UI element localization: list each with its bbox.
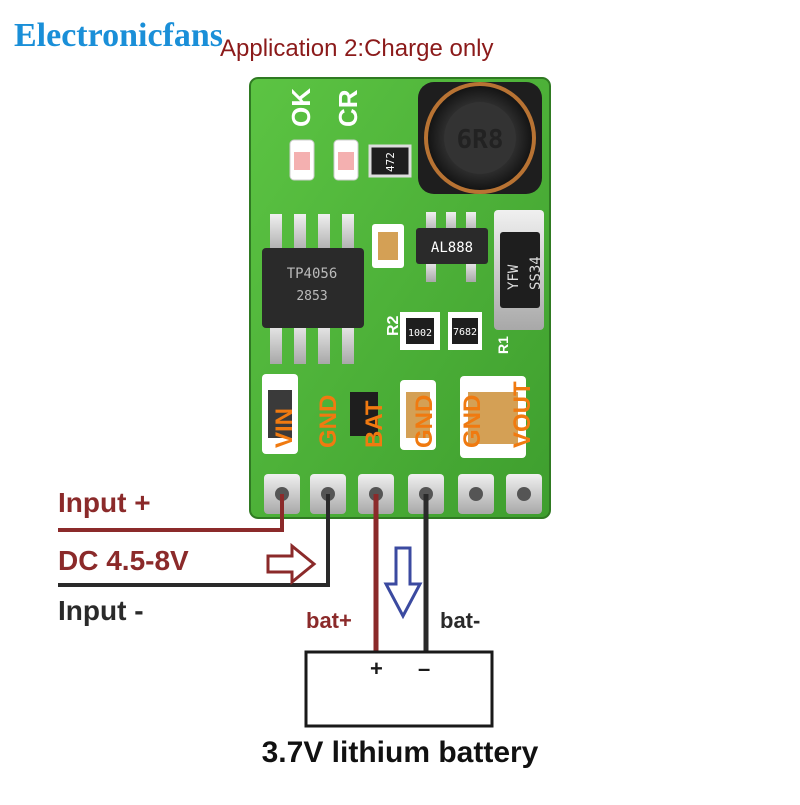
boost-ic — [416, 228, 488, 264]
label-dc-range: DC 4.5-8V — [58, 545, 189, 576]
right-arrow-icon — [266, 542, 317, 586]
led-cr-lens — [338, 152, 354, 170]
capacitor-out-body — [468, 392, 518, 444]
pin-label-vin: VIN — [271, 408, 298, 448]
battery-caption: 3.7V lithium battery — [262, 736, 539, 769]
boost-ic-pins — [426, 212, 476, 282]
pin-label-gnd-2: GND — [411, 395, 438, 448]
resistor-7682 — [452, 318, 478, 344]
pin-label-gnd-1: GND — [315, 395, 342, 448]
pin-label-bat: BAT — [361, 400, 388, 448]
label-input-plus: Input + — [58, 487, 151, 518]
boost-ic-marking: AL888 — [431, 240, 473, 256]
down-arrow-icon — [383, 546, 423, 620]
inductor-marking: 6R8 — [457, 125, 504, 155]
pin-label-gnd-3: GND — [459, 395, 486, 448]
inductor-component: 6R8 — [418, 82, 542, 194]
capacitor-mid-body — [406, 392, 430, 438]
resistor-1002 — [406, 318, 434, 344]
main-ic-submarking: 2853 — [296, 289, 327, 304]
led-label-ok: OK — [286, 88, 316, 127]
label-bat-minus: bat- — [440, 608, 480, 633]
led-label-cr: CR — [333, 89, 363, 127]
main-ic-pins-top — [270, 214, 354, 254]
label-input-minus: Input - — [58, 595, 144, 626]
resistor-1002-marking: 1002 — [408, 328, 432, 339]
capacitor-body — [378, 232, 398, 260]
pin-label-vout: VOUT — [509, 381, 536, 448]
pin-hole-gnd-3 — [469, 487, 483, 501]
wires — [58, 494, 429, 652]
ref-r2: R2 — [385, 315, 402, 336]
led-ok-lens — [294, 152, 310, 170]
main-ic — [262, 248, 364, 328]
capacitor-vin-body — [268, 390, 292, 438]
pcb-board: 6R8 OK CR 472 TP4056 2853 — [249, 77, 551, 519]
battery-box — [304, 650, 494, 728]
diode-brand: YFW — [506, 264, 522, 290]
wire-input-minus — [58, 494, 330, 587]
battery-minus-terminal: – — [418, 656, 430, 681]
label-bat-plus: bat+ — [306, 608, 352, 633]
resistor-472-marking: 472 — [384, 152, 397, 172]
brand-logo-text: Electronicfans — [14, 17, 223, 54]
page-title: Application 2:Charge only — [220, 35, 494, 62]
pin-hole-vout — [517, 487, 531, 501]
diode-marking: SS34 — [528, 256, 544, 290]
wire-input-plus — [58, 494, 284, 532]
battery-plus-terminal: + — [370, 656, 383, 681]
main-ic-pins-bottom — [270, 320, 354, 364]
main-ic-marking: TP4056 — [287, 266, 338, 282]
resistor-bat — [350, 392, 378, 436]
resistor-472 — [368, 144, 412, 178]
resistor-7682-marking: 7682 — [453, 327, 477, 338]
ref-r1: R1 — [495, 336, 511, 354]
diode-body — [500, 232, 540, 308]
pin-labels: VIN GND BAT GND GND VOUT — [271, 381, 536, 448]
